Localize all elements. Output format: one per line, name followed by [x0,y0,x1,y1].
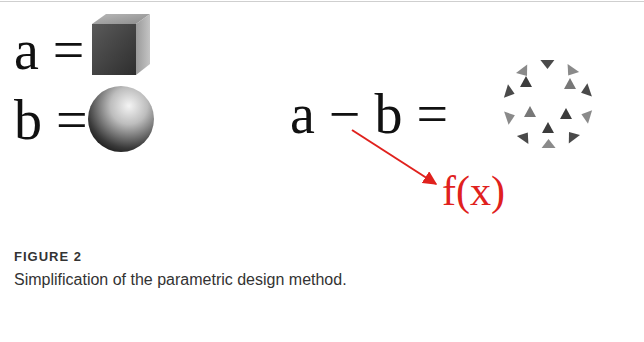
equation-label: a − b = [290,86,448,142]
top-rule [0,1,644,2]
shape-fragment [568,64,580,75]
shape-fragment [516,65,527,76]
equation-label: a = [14,22,84,78]
shape-fragment [504,84,515,97]
sphere-figure [88,86,154,152]
shape-fragment [564,78,576,89]
result-shape [504,60,592,148]
shape-fragment [520,76,532,87]
shape-fragment [542,139,556,148]
shape-fragment [569,132,580,143]
shape-fragment [504,112,515,125]
shape-fragment [540,60,554,69]
shape-fragment [581,110,592,123]
figure-caption: Simplification of the parametric design … [14,272,347,288]
shape-fragment [581,83,592,96]
function-label: f(x) [442,170,505,212]
shape-fragment [524,106,536,117]
figure-number: FIGURE 2 [14,250,82,263]
equation-label: b = [14,92,88,148]
shape-fragment [517,133,529,144]
shape-fragment [560,108,572,119]
shape-fragment [542,122,554,133]
cube-figure [92,14,150,75]
